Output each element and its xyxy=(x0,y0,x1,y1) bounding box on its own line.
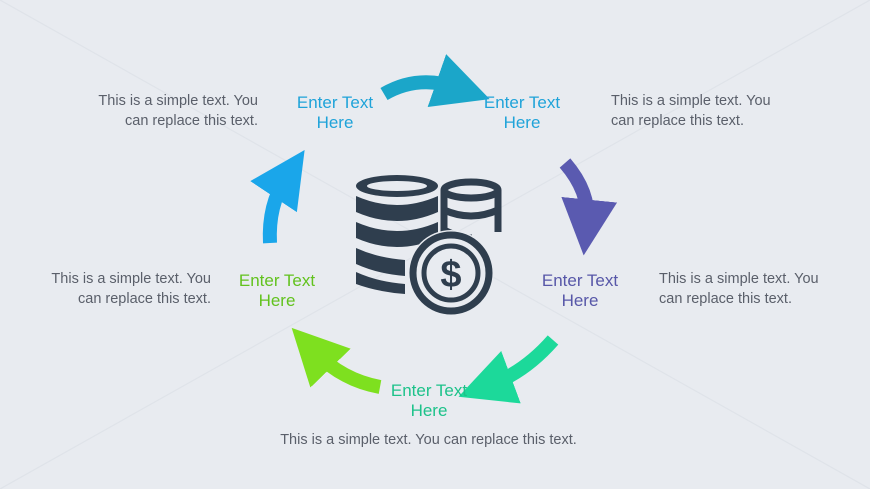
step-top-right-title: Enter Text Here xyxy=(467,93,577,133)
step-top-left-title: Enter Text Here xyxy=(280,93,390,133)
title-line: Enter Text xyxy=(238,271,316,290)
step-right-description: This is a simple text. You can replace t… xyxy=(659,269,864,309)
desc-line: This is a simple text. You xyxy=(51,271,211,287)
desc-line: This is a simple text. You xyxy=(98,93,258,109)
desc-line: This is a simple text. You can replace t… xyxy=(280,432,577,448)
title-line: Here xyxy=(503,113,541,132)
desc-line: can replace this text. xyxy=(611,113,744,129)
arrow-right xyxy=(559,158,618,256)
title-line: Here xyxy=(258,291,296,310)
desc-line: can replace this text. xyxy=(78,291,211,307)
step-top-right-description: This is a simple text. You can replace t… xyxy=(611,91,851,131)
svg-text:$: $ xyxy=(440,254,461,296)
title-line: Enter Text xyxy=(541,271,619,290)
step-bottom-title: Enter Text Here xyxy=(374,381,484,421)
step-left-description: This is a simple text. You can replace t… xyxy=(5,269,211,309)
desc-line: This is a simple text. You xyxy=(659,271,819,287)
step-top-left-description: This is a simple text. You can replace t… xyxy=(40,91,258,131)
arrow-bottom-left xyxy=(291,327,382,394)
title-line: Here xyxy=(410,401,448,420)
title-line: Here xyxy=(316,113,354,132)
arrow-top xyxy=(380,54,490,108)
title-line: Enter Text xyxy=(390,381,468,400)
title-line: Enter Text xyxy=(296,93,374,112)
desc-line: This is a simple text. You xyxy=(611,93,771,109)
desc-line: can replace this text. xyxy=(125,113,258,129)
step-left-title: Enter Text Here xyxy=(222,271,332,311)
title-line: Here xyxy=(561,291,599,310)
desc-line: can replace this text. xyxy=(659,291,792,307)
arrow-bottom-right xyxy=(458,335,559,404)
step-bottom-description: This is a simple text. You can replace t… xyxy=(200,430,657,450)
title-line: Enter Text xyxy=(483,93,561,112)
step-right-title: Enter Text Here xyxy=(525,271,635,311)
arrow-left xyxy=(250,150,305,244)
